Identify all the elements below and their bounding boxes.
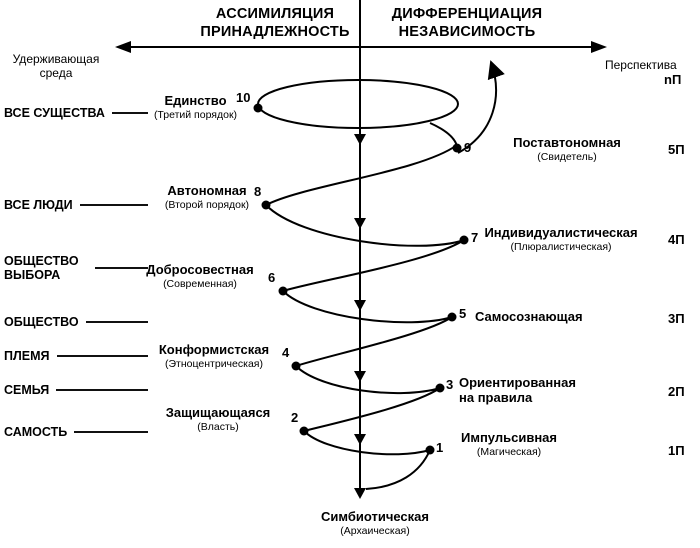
- env-row-tribe: ПЛЕМЯ: [4, 349, 152, 363]
- stage-subtitle: (Свидетель): [537, 150, 597, 163]
- stage-subtitle: (Второй порядок): [164, 198, 250, 211]
- perspective-2p: 2П: [668, 384, 685, 399]
- stage-name: Конформистская: [158, 342, 270, 357]
- stage-dots: [253, 103, 469, 455]
- stage-name: Автономная: [167, 183, 247, 198]
- stage-name: Ориентированная на правила: [459, 375, 576, 405]
- stage-dot-3: [435, 383, 445, 393]
- stage-number-9: 9: [464, 140, 472, 155]
- stage-subtitle: (Власть): [197, 420, 239, 433]
- stage-dot-6: [278, 286, 288, 296]
- stage-subtitle: (Этноцентрическая): [165, 357, 263, 370]
- stage-name: Добросовестная: [146, 262, 254, 277]
- stage-subtitle: (Плюралистическая): [510, 240, 612, 253]
- stage-number-2: 2: [291, 410, 299, 425]
- stage-number-3: 3: [446, 377, 454, 392]
- stage-subtitle: (Архаическая): [340, 524, 410, 537]
- env-tick-line: [74, 431, 148, 434]
- header-left: АССИМИЛЯЦИЯ ПРИНАДЛЕЖНОСТЬ: [155, 5, 395, 41]
- stage-dot-2: [299, 426, 309, 436]
- env-tick-line: [56, 355, 148, 358]
- spiral-exit-arrow: [457, 60, 505, 154]
- env-label: САМОСТЬ: [4, 425, 68, 439]
- stage-subtitle: (Третий порядок): [153, 108, 238, 121]
- env-tick-line: [85, 321, 148, 324]
- stage-postautonomous: Поставтономная (Свидетель): [503, 135, 631, 163]
- env-row-all-people: ВСЕ ЛЮДИ: [4, 198, 152, 212]
- env-label: ВСЕ ЛЮДИ: [4, 198, 73, 212]
- env-row-society: ОБЩЕСТВО: [4, 315, 152, 329]
- stage-dot-4: [291, 361, 301, 371]
- stage-dot-7: [459, 235, 469, 245]
- stage-subtitle: (Магическая): [476, 445, 542, 458]
- stage-conformist: Конформистская (Этноцентрическая): [148, 342, 280, 370]
- stage-rule-oriented: Ориентированная на правила: [459, 375, 584, 406]
- stage-name: Симбиотическая: [321, 509, 429, 524]
- stage-dot-8: [261, 200, 271, 210]
- env-label: ВСЕ СУЩЕСТВА: [4, 106, 105, 120]
- stage-individualist: Индивидуалистическая (Плюралистическая): [482, 225, 640, 253]
- env-tick-line: [56, 389, 148, 392]
- stage-name: Самосознающая: [475, 309, 583, 324]
- stage-name: Импульсивная: [460, 430, 557, 445]
- stage-number-4: 4: [282, 345, 290, 360]
- env-label: СЕМЬЯ: [4, 383, 50, 397]
- header-right-line1: ДИФФЕРЕНЦИАЦИЯ: [391, 6, 543, 22]
- stage-self-aware: Самосознающая: [475, 309, 605, 325]
- env-row-self: САМОСТЬ: [4, 425, 152, 439]
- env-label: ОБЩЕСТВО ВЫБОРА: [4, 254, 79, 283]
- env-tick-line: [111, 112, 148, 115]
- left-arrowhead-icon: [115, 41, 131, 53]
- header-left-line2: ПРИНАДЛЕЖНОСТЬ: [200, 24, 350, 41]
- stage-number-7: 7: [471, 230, 479, 245]
- header-left-line1: АССИМИЛЯЦИЯ: [215, 6, 335, 22]
- env-row-society-of-choice: ОБЩЕСТВО ВЫБОРА: [4, 254, 152, 283]
- perspective-4p: 4П: [668, 232, 685, 247]
- stage-conscientious: Добросовестная (Современная): [136, 262, 264, 290]
- stage-unity: Единство (Третий порядок): [138, 93, 253, 121]
- right-arrowhead-icon: [591, 41, 607, 53]
- perspective-n-label: nП: [664, 72, 682, 87]
- stage-number-6: 6: [268, 270, 276, 285]
- perspective-1p: 1П: [668, 443, 685, 458]
- stage-name: Единство: [164, 93, 227, 108]
- spiral-path: [264, 144, 465, 490]
- stage-self-protective: Защищающаяся (Власть): [156, 405, 280, 433]
- spiral-top-loop: [257, 79, 459, 129]
- stage-dot-10: [253, 103, 263, 113]
- stage-impulsive: Импульсивная (Магическая): [450, 430, 568, 458]
- stage-name: Защищающаяся: [165, 405, 271, 420]
- env-label: ПЛЕМЯ: [4, 349, 50, 363]
- stage-number-10: 10: [236, 90, 251, 105]
- stage-number-5: 5: [459, 306, 467, 321]
- stage-dot-9: [452, 143, 462, 153]
- stage-dot-5: [447, 312, 457, 322]
- env-tick-line: [95, 267, 148, 270]
- stage-number-8: 8: [254, 184, 262, 199]
- spiral-connector: [429, 122, 458, 147]
- env-row-family: СЕМЬЯ: [4, 383, 152, 397]
- env-label: ОБЩЕСТВО: [4, 315, 79, 329]
- header-right: ДИФФЕРЕНЦИАЦИЯ НЕЗАВИСИМОСТЬ: [372, 5, 562, 41]
- env-tick-line: [79, 204, 148, 207]
- perspective-5p: 5П: [668, 142, 685, 157]
- stage-subtitle: (Современная): [163, 277, 237, 290]
- env-row-all-beings: ВСЕ СУЩЕСТВА: [4, 106, 152, 120]
- stage-autonomous: Автономная (Второй порядок): [148, 183, 266, 211]
- perspective-label: Перспектива: [605, 58, 677, 72]
- header-right-line2: НЕЗАВИСИМОСТЬ: [398, 24, 536, 41]
- stage-symbiotic: Симбиотическая (Архаическая): [295, 509, 455, 537]
- holding-environment-label: Удерживающая среда: [12, 52, 100, 81]
- stage-name: Поставтономная: [513, 135, 621, 150]
- stage-dot-1: [425, 445, 435, 455]
- stage-name: Индивидуалистическая: [484, 225, 638, 240]
- perspective-3p: 3П: [668, 311, 685, 326]
- axis-down-arrowheads: [354, 134, 366, 499]
- stage-number-1: 1: [436, 440, 444, 455]
